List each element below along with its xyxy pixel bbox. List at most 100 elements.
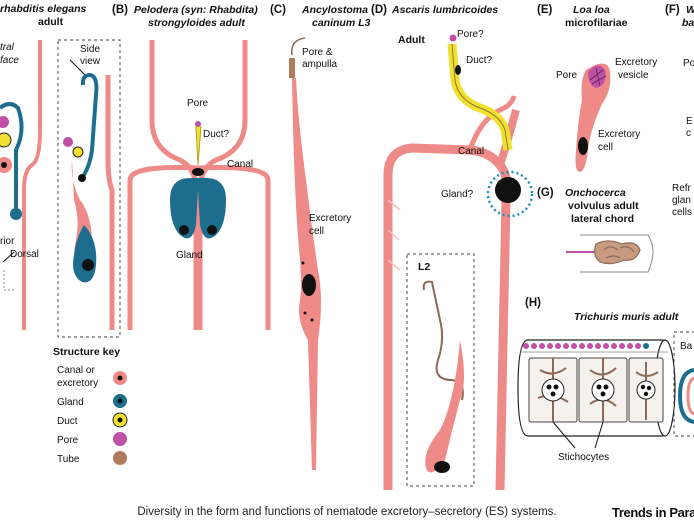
panel-c-ampulla [289, 58, 295, 78]
key-item-tube-label: Tube [57, 454, 80, 465]
panel-a-body-wall [22, 40, 42, 330]
panel-g-subtitle: volvulus adult [568, 200, 639, 212]
panel-h-title: Trichuris muris adult [574, 311, 679, 323]
key-swatch-pore [113, 432, 127, 446]
panel-a-duct-cell [0, 132, 12, 148]
panel-e-cell-label2: cell [598, 142, 613, 153]
panel-a-side-duct [72, 146, 84, 158]
panel-d-adult: Adult [398, 34, 425, 46]
key-item-duct-label: Duct [57, 416, 78, 427]
panel-d-gland-outline [486, 170, 534, 218]
key-title: Structure key [53, 346, 120, 358]
panel-d-canal-left [383, 143, 504, 490]
panel-f-label-5: glan [672, 195, 691, 206]
panel-c-letter: (C) [270, 4, 286, 16]
panel-a-label-surface: face [0, 55, 19, 66]
panel-a-pore [0, 116, 9, 128]
panel-a-label-anterior: rior [0, 236, 15, 247]
panel-h: (H) Trichuris muris adult [517, 297, 694, 463]
panel-a: rhabditis elegans adult tral face rior D… [0, 3, 121, 338]
panel-b-duct-label: Duct? [203, 129, 230, 140]
panel-e-cell-label: Excretory [598, 129, 640, 140]
panel-a-nucleus [1, 162, 7, 168]
panel-a-side-view-label: Side [80, 44, 100, 55]
panel-d-pore [449, 34, 457, 42]
panel-h-ba-label: Ba [680, 341, 693, 352]
panel-a-label-dorsal: Dorsal [10, 249, 39, 260]
panel-d-title: Ascaris lumbricoides [391, 4, 498, 16]
panel-c-excretory-cell [292, 78, 321, 470]
panel-e-pore-label: Pore [556, 70, 578, 81]
panel-f-label-4: Refr [672, 183, 692, 194]
panel-d-letter: (D) [371, 4, 387, 16]
panel-c: (C) Ancylostoma caninum L3 Pore & ampull… [270, 4, 371, 470]
panel-c-ampulla-label: ampulla [302, 59, 337, 70]
panel-d-pore-label: Pore? [457, 29, 484, 40]
panel-d-gland-label: Gland? [441, 189, 474, 200]
panel-c-subtitle: caninum L3 [312, 17, 371, 29]
panel-b: (B) Pelodera (syn: Rhabdita) strongyloid… [112, 4, 271, 330]
panel-f: (F) W ba Po E c Refr glan cells [665, 4, 694, 218]
panel-h-stichocytes-label: Stichocytes [558, 452, 609, 463]
panel-a-side-pore [63, 137, 73, 147]
panel-f-title: W [686, 4, 694, 16]
panel-d-l2-cell [425, 340, 464, 473]
key-item-canal-label: Canal or [57, 365, 95, 376]
panel-b-title: Pelodera (syn: Rhabdita) [134, 4, 258, 16]
panel-b-gland [170, 178, 226, 239]
key-item-pore-label: Pore [57, 435, 79, 446]
panel-a-subtitle: adult [38, 16, 64, 28]
panel-f-label-1: Po [683, 58, 694, 69]
panel-e: (E) Loa loa microfilariae Pore Excretory… [537, 4, 657, 172]
panel-f-label-3: c [686, 128, 691, 139]
panel-f-letter: (F) [665, 4, 680, 16]
key-swatch-tube [113, 451, 127, 465]
panel-b-subtitle: strongyloides adult [148, 17, 245, 29]
panel-g: (G) Onchocerca volvulus adult lateral ch… [537, 187, 654, 273]
panel-a-side-view-label2: view [80, 56, 101, 67]
figure-caption: Diversity in the form and functions of n… [137, 506, 557, 518]
key-item-canal-label2: excretory [57, 378, 98, 389]
panel-c-cell-label: Excretory [309, 213, 351, 224]
panel-b-duct [195, 125, 202, 166]
panel-d-gland [495, 177, 521, 203]
panel-b-canal-label: Canal [227, 159, 253, 170]
panel-d-l2-box [406, 253, 475, 487]
panel-d: (D) Ascaris lumbricoides Adult Pore? Duc… [371, 4, 534, 491]
panel-f-label-2: E [686, 116, 693, 127]
panel-d-l2-label: L2 [418, 261, 430, 273]
panel-a-gland-duct [0, 102, 24, 212]
panel-a-side-gland [73, 225, 97, 283]
panel-a-side-canal [105, 75, 115, 330]
journal-brand: Trends in Para [612, 505, 694, 520]
panel-g-subtitle2: lateral chord [571, 213, 634, 225]
panel-d-duct-label: Duct? [466, 55, 493, 66]
panel-b-pore-label: Pore [187, 98, 209, 109]
panel-a-label-ventral: tral [0, 42, 15, 53]
structure-key: Structure key Canal or excretory Gland D… [53, 346, 128, 465]
panel-e-subtitle: microfilariae [565, 17, 628, 29]
panel-f-label-6: cells [672, 207, 692, 218]
panel-h-stichocytes [528, 357, 664, 423]
key-item-gland-label: Gland [57, 397, 84, 408]
panel-b-pore [195, 121, 201, 127]
panel-a-gland [10, 208, 22, 220]
panel-b-gland-label: Gland [176, 250, 203, 261]
panel-g-title: Onchocerca [565, 187, 626, 199]
panel-a-side-view-box [57, 39, 121, 338]
panel-f-subtitle: ba [682, 17, 694, 29]
panel-a-title: rhabditis elegans [0, 3, 87, 15]
panel-c-pore-label: Pore & [302, 47, 333, 58]
panel-e-title: Loa loa [573, 4, 610, 16]
panel-e-vesicle-label2: vesicle [618, 70, 649, 81]
panel-a-axis-arrow [2, 251, 15, 263]
panel-b-canal [127, 165, 271, 330]
panel-e-letter: (E) [537, 4, 553, 16]
panel-h-pores [523, 343, 649, 349]
panel-c-title: Ancylostoma [301, 4, 368, 16]
panel-g-letter: (G) [537, 187, 554, 199]
panel-c-cell-label2: cell [309, 226, 324, 237]
panel-h-letter: (H) [525, 297, 541, 309]
panel-b-letter: (B) [112, 4, 128, 16]
